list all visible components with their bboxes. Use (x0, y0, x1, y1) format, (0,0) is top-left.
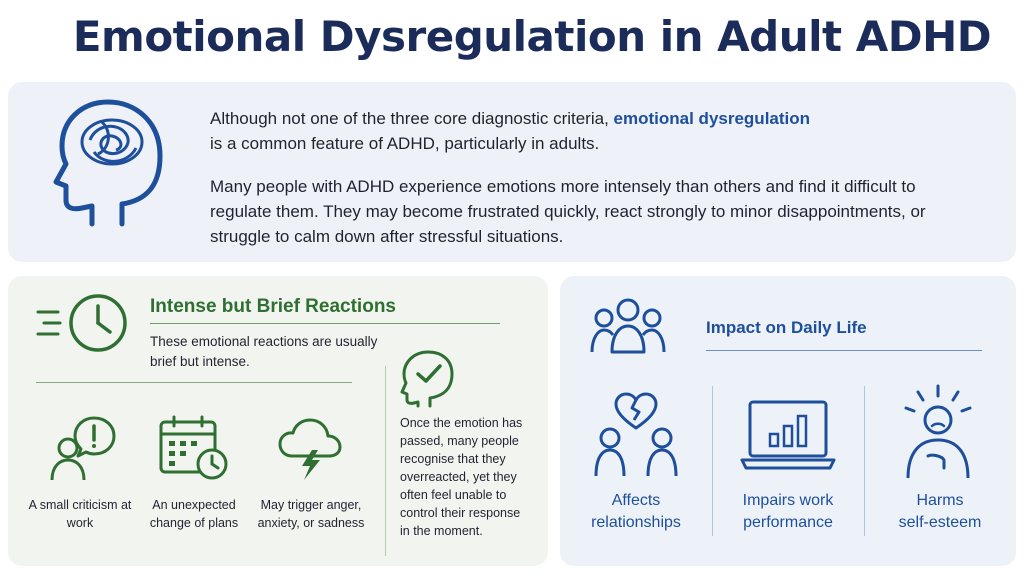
broken-heart-people-icon (594, 392, 678, 477)
storm-cloud-icon (278, 418, 342, 480)
reactions-description: These emotional reactions are usually br… (150, 334, 378, 369)
impact-label-line2: performance (743, 514, 833, 531)
impact-label-line2: self-esteem (898, 514, 982, 531)
impact-panel: Impact on Daily Life Affects relationshi… (560, 276, 1016, 566)
impact-label-line1: Affects (611, 492, 661, 509)
vertical-divider (864, 386, 865, 536)
intro-paragraph-1: Although not one of the three core diagn… (210, 106, 970, 156)
impact-label-line1: Impairs work (742, 492, 834, 509)
trigger-label: An unexpected change of plans (149, 498, 239, 530)
impact-label-line2: relationships (591, 514, 681, 531)
reactions-panel: Intense but Brief Reactions These emotio… (8, 276, 548, 566)
impact-label: Harms self-esteem (870, 490, 1010, 534)
head-check-icon (400, 350, 454, 408)
divider (150, 323, 500, 324)
clock-speed-icon (36, 294, 127, 352)
impact-label: Impairs work performance (718, 490, 858, 534)
trigger-label: A small criticism at work (28, 498, 132, 530)
intro-paragraph-2: Many people with ADHD experience emotion… (210, 177, 926, 246)
impact-label: Affects relationships (566, 490, 706, 534)
page-title: Emotional Dysregulation in Adult ADHD (72, 12, 992, 61)
divider (36, 382, 352, 383)
person-exclamation-icon (50, 416, 116, 481)
group-people-icon (590, 298, 666, 354)
reactions-title: Intense but Brief Reactions (150, 296, 396, 317)
intro-p1-after: is a common feature of ADHD, particularl… (210, 134, 600, 153)
impact-title: Impact on Daily Life (706, 318, 867, 337)
trigger-label: May trigger anger, anxiety, or sadness (257, 498, 365, 530)
aftermath-text: Once the emotion has passed, many people… (400, 416, 523, 538)
impact-label-line1: Harms (916, 492, 964, 509)
calendar-clock-icon (159, 415, 228, 480)
laptop-chart-icon (740, 400, 836, 470)
divider (706, 350, 982, 351)
head-brain-icon (53, 99, 163, 227)
emotional-dysregulation-highlight: emotional dysregulation (613, 109, 811, 128)
vertical-divider (385, 366, 386, 556)
intro-panel: Although not one of the three core diagn… (8, 82, 1016, 262)
person-self-esteem-icon (904, 384, 972, 479)
intro-p1-before: Although not one of the three core diagn… (210, 109, 609, 128)
vertical-divider (712, 386, 713, 536)
